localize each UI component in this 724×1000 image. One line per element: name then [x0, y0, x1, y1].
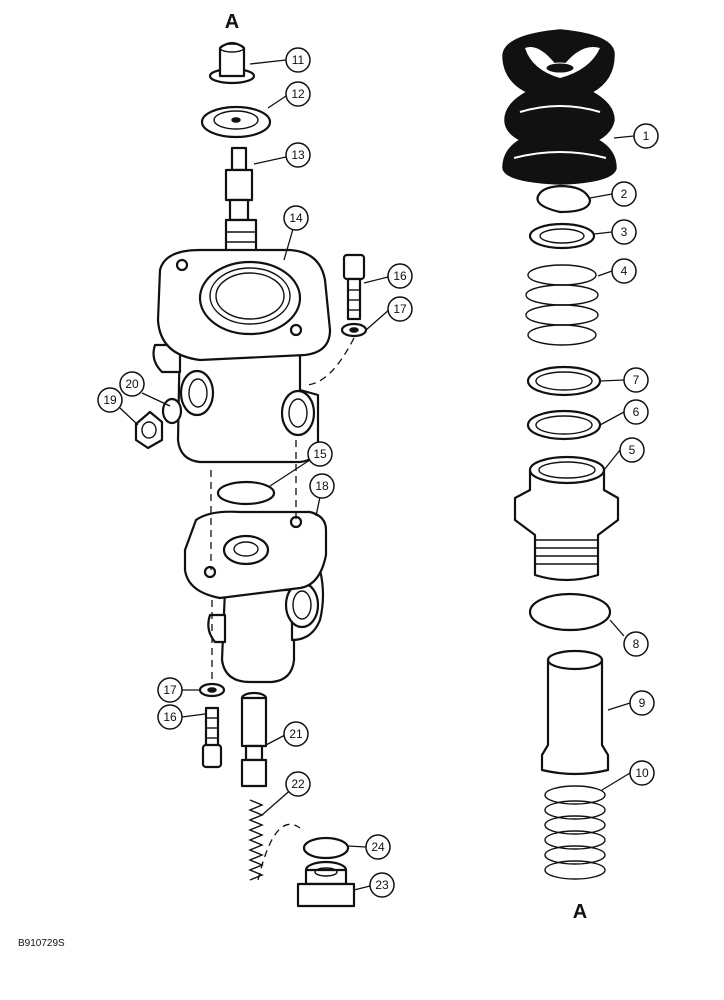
- svg-text:13: 13: [291, 148, 305, 162]
- part-22-small-spring: [248, 799, 264, 881]
- callout-part-18: 18: [309, 473, 335, 499]
- callout-part-21: 21: [283, 721, 309, 747]
- svg-text:1: 1: [643, 129, 650, 143]
- callout-part-16-lower: 16: [157, 704, 183, 730]
- marker-bottom-a: A: [573, 901, 587, 923]
- part-7-seal-ring: [526, 365, 602, 397]
- part-21-lower-spool: [240, 691, 268, 788]
- part-6-seal-ring: [526, 409, 602, 441]
- svg-text:4: 4: [621, 264, 628, 278]
- part-8-o-ring: [528, 592, 612, 632]
- svg-text:3: 3: [621, 225, 628, 239]
- callout-part-6: 6: [623, 399, 649, 425]
- part-3-washer: [528, 222, 596, 250]
- callout-part-9: 9: [629, 690, 655, 716]
- part-16-screw-upper: [342, 253, 366, 321]
- svg-text:16: 16: [393, 269, 407, 283]
- callout-part-14: 14: [283, 205, 309, 231]
- part-14-upper-valve-body: [152, 248, 332, 464]
- callout-part-22: 22: [285, 771, 311, 797]
- svg-text:14: 14: [289, 211, 303, 225]
- leader-lines: [119, 59, 635, 891]
- callout-part-1: 1: [633, 123, 659, 149]
- callout-part-17-upper: 17: [387, 296, 413, 322]
- svg-text:8: 8: [633, 637, 640, 651]
- callout-part-19: 19: [97, 387, 123, 413]
- svg-text:7: 7: [633, 373, 640, 387]
- svg-text:24: 24: [371, 840, 385, 854]
- callout-part-10: 10: [629, 760, 655, 786]
- svg-text:23: 23: [375, 878, 389, 892]
- marker-top-a: A: [225, 11, 239, 33]
- part-18-lower-valve-body: [183, 510, 328, 684]
- part-15-o-ring: [216, 480, 276, 506]
- part-20-o-ring: [161, 397, 183, 425]
- svg-text:18: 18: [315, 479, 329, 493]
- part-11-cap: [208, 41, 256, 85]
- part-4-coil-spring: [525, 264, 599, 346]
- part-17-washer-lower: [198, 682, 226, 698]
- callout-part-5: 5: [619, 437, 645, 463]
- part-10-large-spring: [544, 785, 606, 880]
- svg-text:9: 9: [639, 696, 646, 710]
- svg-text:15: 15: [313, 447, 327, 461]
- svg-text:11: 11: [292, 53, 305, 67]
- part-24-o-ring: [302, 836, 350, 860]
- figure-code: B910729S: [18, 938, 65, 949]
- svg-text:2: 2: [621, 187, 628, 201]
- svg-text:20: 20: [125, 377, 139, 391]
- callout-part-3: 3: [611, 219, 637, 245]
- callout-part-4: 4: [611, 258, 637, 284]
- part-2-snap-ring: [536, 184, 592, 214]
- part-12-washer: [200, 105, 272, 139]
- part-19-plug: [134, 410, 164, 450]
- svg-text:6: 6: [633, 405, 640, 419]
- callout-part-24: 24: [365, 834, 391, 860]
- svg-text:5: 5: [629, 443, 636, 457]
- part-17-washer-upper: [340, 322, 368, 338]
- svg-text:22: 22: [291, 777, 305, 791]
- callout-part-12: 12: [285, 81, 311, 107]
- callout-part-7: 7: [623, 367, 649, 393]
- alignment-lines: [210, 337, 355, 881]
- svg-text:19: 19: [103, 393, 117, 407]
- part-5-threaded-retainer: [513, 455, 620, 582]
- svg-text:12: 12: [291, 87, 305, 101]
- callout-part-17-lower: 17: [157, 677, 183, 703]
- part-13-spool: [224, 146, 258, 254]
- callout-part-15: 15: [307, 441, 333, 467]
- part-23-plug: [296, 860, 356, 908]
- part-16-screw-lower: [201, 706, 223, 769]
- callout-part-8: 8: [623, 631, 649, 657]
- callout-part-13: 13: [285, 142, 311, 168]
- callout-part-16-upper: 16: [387, 263, 413, 289]
- callout-part-11: 11: [285, 47, 311, 73]
- svg-text:21: 21: [289, 727, 303, 741]
- svg-text:17: 17: [163, 683, 177, 697]
- callout-part-23: 23: [369, 872, 395, 898]
- svg-text:16: 16: [163, 710, 177, 724]
- svg-text:17: 17: [393, 302, 407, 316]
- callout-part-2: 2: [611, 181, 637, 207]
- part-1-bellows-boot: [502, 29, 617, 185]
- svg-text:10: 10: [635, 766, 649, 780]
- part-9-piston: [540, 649, 610, 776]
- callout-part-20: 20: [119, 371, 145, 397]
